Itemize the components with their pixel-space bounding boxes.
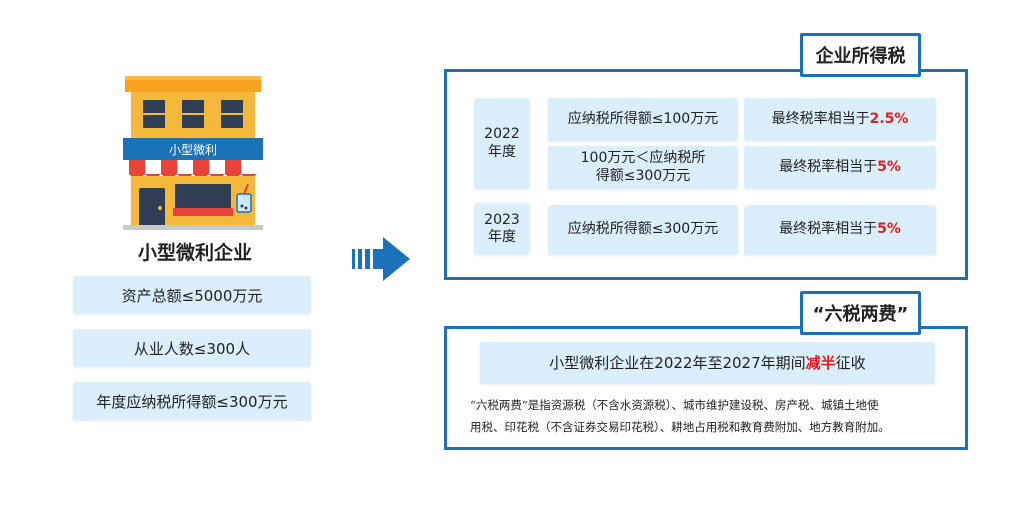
note-line-1: “六税两费”是指资源税（不含水资源税）、城市维护建设税、房产税、城镇土地使 <box>470 398 879 412</box>
headline-highlight: 减半 <box>805 353 836 372</box>
condition-row-3: 应纳税所得额≤300万元 <box>548 205 738 255</box>
headline-text: 小型微利企业在2022年至2027年期间 <box>549 353 806 372</box>
shop-sign-text: 小型微利 <box>168 142 217 157</box>
year-2022: 2022 年度 <box>474 98 530 189</box>
criteria-taxable-income: 年度应纳税所得额≤300万元 <box>73 382 311 420</box>
six-taxes-note: “六税两费”是指资源税（不含水资源税）、城市维护建设税、房产税、城镇土地使 用税… <box>470 394 950 438</box>
criteria-employees: 从业人数≤300人 <box>73 329 311 367</box>
shop-title: 小型微利企业 <box>137 242 252 264</box>
rate-value: 5% <box>877 221 901 238</box>
headline-text-end: 征收 <box>835 353 866 372</box>
rate-value: 2.5% <box>869 110 909 127</box>
rate-value: 5% <box>877 158 901 175</box>
six-taxes-headline: 小型微利企业在2022年至2027年期间减半征收 <box>480 342 935 384</box>
shop-illustration <box>123 70 263 230</box>
rate-label: 最终税率相当于 <box>771 110 870 127</box>
cit-panel-title: 企业所得税 <box>800 33 921 77</box>
note-line-2: 用税、印花税（不含证券交易印花税）、耕地占用税和教育费附加、地方教育附加。 <box>470 420 890 434</box>
condition-row-1: 应纳税所得额≤100万元 <box>548 98 738 141</box>
six-taxes-title: “六税两费” <box>800 291 921 335</box>
rate-label: 最终税率相当于 <box>779 221 878 238</box>
arrow-right-icon <box>352 236 410 282</box>
condition-row-2: 100万元＜应纳税所 得额≤300万元 <box>548 146 738 189</box>
year-2023: 2023 年度 <box>474 203 530 255</box>
rate-label: 最终税率相当于 <box>779 158 878 175</box>
criteria-assets: 资产总额≤5000万元 <box>73 276 311 314</box>
